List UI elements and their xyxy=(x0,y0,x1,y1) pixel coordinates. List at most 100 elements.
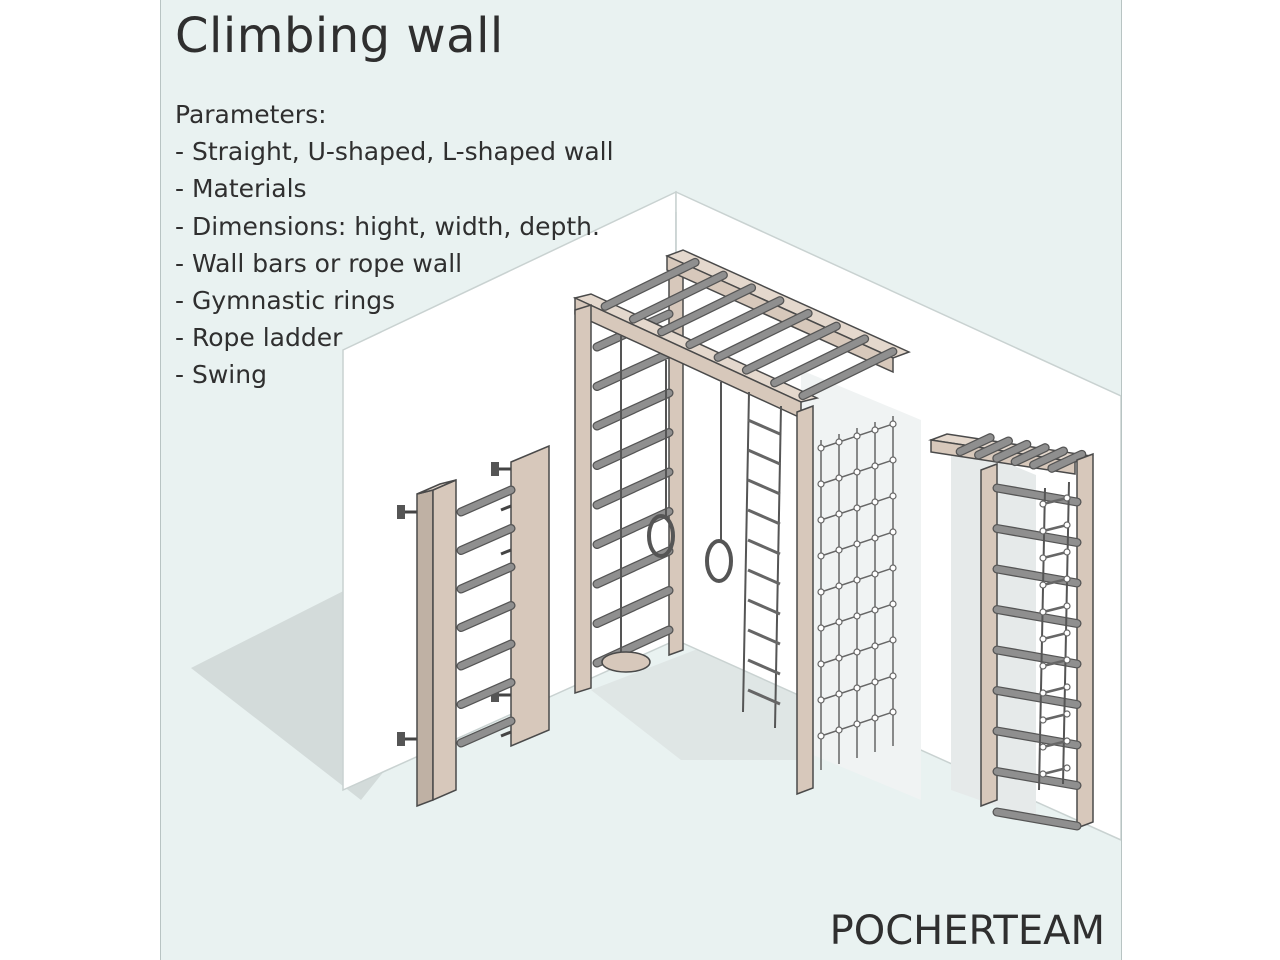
rope-ladder-rung xyxy=(747,658,781,676)
right-rope-ladder-rung xyxy=(1042,577,1068,587)
rope-net-knot xyxy=(853,648,861,656)
rope-net-knot xyxy=(853,720,861,728)
rope-net-knot xyxy=(871,462,879,470)
rope-net-knot xyxy=(817,552,825,560)
rope-net-knot xyxy=(853,468,861,476)
rope-net-knot xyxy=(835,690,843,698)
right-rope-ladder-rung xyxy=(1042,739,1068,749)
rope-net-knot xyxy=(889,420,897,428)
right-rope-ladder-rung xyxy=(1042,550,1068,560)
rope-net-knot xyxy=(853,504,861,512)
right-rope-ladder-knot xyxy=(1063,602,1071,610)
rope-ladder-rung xyxy=(747,478,781,496)
rope-ladder-side xyxy=(774,405,782,729)
illustration-panel: Climbing wall Parameters: Straight, U-sh… xyxy=(160,0,1122,960)
rope-net-knot xyxy=(835,438,843,446)
right-rope-ladder-knot xyxy=(1039,662,1047,670)
left-unit-back-board xyxy=(510,444,550,748)
right-unit-top-bar xyxy=(1011,444,1049,465)
left-unit-front-board xyxy=(432,478,457,802)
monkey-bar xyxy=(714,310,812,361)
right-rope-ladder-knot xyxy=(1063,575,1071,583)
monkey-bar xyxy=(601,259,699,310)
right-rope-ladder-knot xyxy=(1039,743,1047,751)
right-unit-top-bar xyxy=(993,441,1031,462)
monkey-bar xyxy=(630,271,727,323)
right-rope-ladder-knot xyxy=(1039,500,1047,508)
rope-net-knot xyxy=(889,708,897,716)
left-unit-rung xyxy=(457,717,515,747)
param-item: Gymnastic rings xyxy=(175,282,614,319)
rope-ladder-rung xyxy=(747,628,781,646)
rope-net-knot xyxy=(889,492,897,500)
left-unit-rung xyxy=(457,525,515,554)
right-rope-ladder-knot xyxy=(1039,716,1047,724)
param-item: Swing xyxy=(175,356,614,393)
right-rope-ladder-knot xyxy=(1039,581,1047,589)
center-wall-bar-rung xyxy=(593,468,673,509)
right-rope-ladder-knot xyxy=(1063,710,1071,718)
rope-net-knot xyxy=(871,534,879,542)
monkey-bar xyxy=(658,284,755,336)
rope-net-knot xyxy=(889,564,897,572)
wall-shadow-back xyxy=(801,370,921,800)
right-unit-rung xyxy=(993,808,1081,830)
rope-ladder-rung xyxy=(747,538,781,556)
rope-net-knot xyxy=(871,606,879,614)
rope-ladder-side xyxy=(742,391,750,713)
rope-net-knot xyxy=(835,618,843,626)
right-unit-top-bar xyxy=(975,437,1012,459)
right-unit-top-bar xyxy=(1030,447,1067,469)
param-item: Materials xyxy=(175,170,614,207)
gymnastic-ring-left xyxy=(647,514,675,558)
rope-net-knot xyxy=(871,498,879,506)
rope-ladder-rung xyxy=(747,418,781,436)
rope-ladder-rung xyxy=(747,448,781,466)
right-rope-ladder-knot xyxy=(1063,548,1071,556)
rope-ladder-rung xyxy=(747,598,781,616)
rope-net-knot xyxy=(817,588,825,596)
left-unit-rung xyxy=(457,640,515,670)
right-rope-ladder-knot xyxy=(1063,656,1071,664)
right-rope-ladder-knot xyxy=(1039,608,1047,616)
rope-net-knot xyxy=(871,678,879,686)
rope-net-knot xyxy=(817,444,825,452)
center-front-right-post xyxy=(796,404,814,796)
rope-net-knot xyxy=(889,636,897,644)
right-rope-ladder-rung xyxy=(1042,496,1068,506)
wall-bracket xyxy=(500,548,512,556)
parameters-block: Parameters: Straight, U-shaped, L-shaped… xyxy=(175,96,614,394)
rope-net-knot xyxy=(889,672,897,680)
param-item: Wall bars or rope wall xyxy=(175,245,614,282)
right-rope-ladder-knot xyxy=(1063,737,1071,745)
param-item: Straight, U-shaped, L-shaped wall xyxy=(175,133,614,170)
rope-net-knot xyxy=(835,726,843,734)
wall-bracket-plate xyxy=(491,688,499,702)
center-wall-bar-rung xyxy=(593,587,673,627)
rope-ladder-rung xyxy=(747,568,781,586)
right-unit-right-post xyxy=(1076,452,1094,830)
rope-ladder-rung xyxy=(747,508,781,526)
right-rope-ladder-knot xyxy=(1039,554,1047,562)
rope-net-knot xyxy=(817,660,825,668)
param-item: Rope ladder xyxy=(175,319,614,356)
rope-net-knot xyxy=(871,714,879,722)
right-rope-ladder-knot xyxy=(1063,494,1071,502)
right-rope-ladder-knot xyxy=(1039,770,1047,778)
rope-net-knot xyxy=(853,540,861,548)
right-rope-ladder-knot xyxy=(1063,629,1071,637)
rope-net-knot xyxy=(817,732,825,740)
right-rope-ladder-rung xyxy=(1042,523,1068,533)
right-rope-ladder-knot xyxy=(1063,764,1071,772)
rope-net-knot xyxy=(889,600,897,608)
right-rope-ladder-knot xyxy=(1039,635,1047,643)
rope-net-knot xyxy=(835,510,843,518)
wall-bracket-plate xyxy=(397,732,405,746)
swing-seat xyxy=(601,651,651,673)
brand-logo-text: POCHERTEAM xyxy=(829,908,1105,954)
wall-bracket-plate xyxy=(397,505,405,519)
right-unit-top-bar xyxy=(1048,451,1086,472)
rope-net-knot xyxy=(817,624,825,632)
left-unit-front-board-side xyxy=(416,489,434,808)
left-unit-rung xyxy=(457,486,515,516)
